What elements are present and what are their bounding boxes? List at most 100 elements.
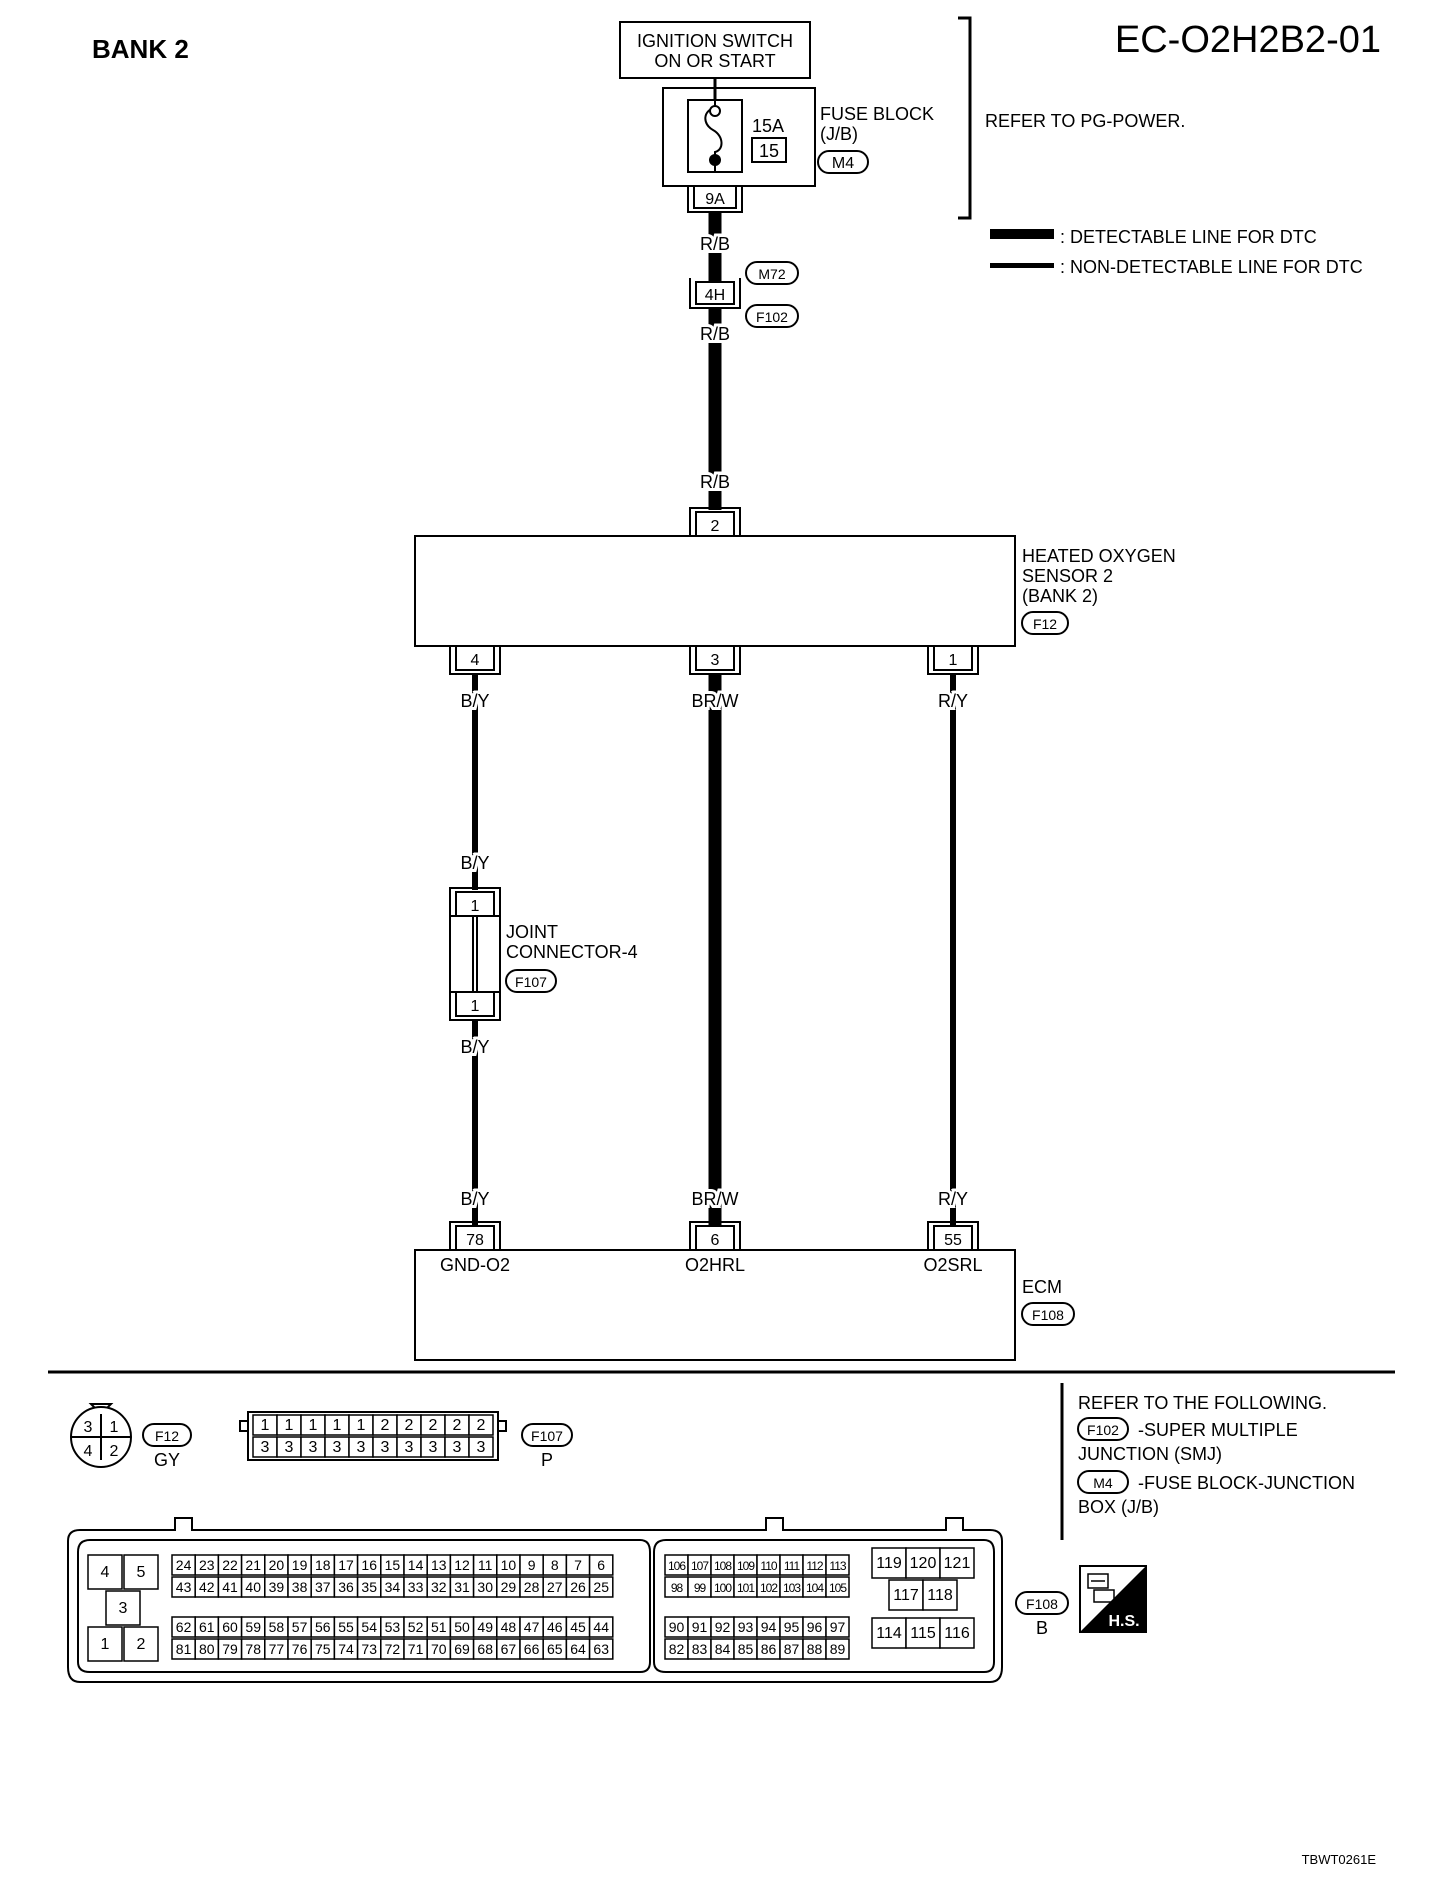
ecm-box	[414, 1249, 1016, 1361]
f108-pin: 100	[714, 1581, 732, 1595]
f108-pin: 12	[454, 1557, 470, 1573]
f108-pin: 16	[361, 1557, 377, 1573]
f108-pin: 28	[524, 1579, 540, 1595]
f108-pin: 50	[454, 1619, 470, 1635]
f108-pin: 24	[176, 1557, 192, 1573]
f108-pin: 25	[593, 1579, 609, 1595]
f12-pin: 3	[84, 1419, 93, 1436]
f107-pin-cell	[468, 1436, 494, 1458]
f108-pin: 19	[292, 1557, 308, 1573]
f108-pin: 90	[669, 1619, 685, 1635]
refer-following-title: REFER TO THE FOLLOWING.	[1078, 1393, 1327, 1413]
f107-pin: 3	[381, 1439, 390, 1456]
f108-pin-cell	[123, 1554, 159, 1590]
f108-pin-cell	[825, 1554, 850, 1576]
f107-pin: 3	[309, 1439, 318, 1456]
f108-pin: 63	[593, 1641, 609, 1657]
f108-pin: 49	[477, 1619, 493, 1635]
f108-pin: 68	[477, 1641, 493, 1657]
f12-code: F12	[155, 1428, 179, 1444]
f108-pin: 121	[944, 1555, 971, 1572]
connector-badge-f12-label: F12	[1033, 616, 1057, 632]
hs-badge-triangle	[1080, 1566, 1146, 1632]
fuse-block-name-2: (J/B)	[820, 124, 858, 144]
f108-pin: 89	[830, 1641, 846, 1657]
connector-badge-m72-label: M72	[758, 266, 785, 282]
joint-name-1: JOINT	[506, 922, 558, 942]
f108-pin-cell	[939, 1547, 975, 1579]
fuse-number-box	[751, 137, 787, 163]
fuse-block-box	[662, 87, 816, 187]
f108-pin: 13	[431, 1557, 447, 1573]
ecm-pin-78-label: 78	[466, 1232, 484, 1249]
sensor-name-2: SENSOR 2	[1022, 566, 1113, 586]
f108-right-section	[653, 1539, 995, 1673]
f108-pin: 96	[807, 1619, 823, 1635]
sensor-name-1: HEATED OXYGEN	[1022, 546, 1176, 566]
f108-pin: 45	[570, 1619, 586, 1635]
f108-pin: 9	[528, 1557, 536, 1573]
f108-pin: 61	[199, 1619, 215, 1635]
refer-power-text: REFER TO PG-POWER.	[985, 111, 1185, 131]
f108-pin: 8	[551, 1557, 559, 1573]
f108-pin: 117	[893, 1587, 919, 1604]
f108-pin: 43	[176, 1579, 192, 1595]
f108-pin-cell	[105, 1590, 141, 1626]
f12-pin: 1	[110, 1419, 119, 1436]
connector-badge-m4	[817, 150, 869, 174]
legend-non-detectable-line	[990, 263, 1054, 268]
f108-pin: 54	[361, 1619, 377, 1635]
f108-pin-cell	[905, 1617, 941, 1649]
ecm-pin-6-label: 6	[711, 1232, 720, 1249]
f108-pin: 30	[477, 1579, 493, 1595]
f108-pin: 6	[597, 1557, 605, 1573]
sensor-pin-2-housing	[689, 507, 741, 536]
f108-pin: 70	[431, 1641, 447, 1657]
f108-pin: 106	[668, 1559, 686, 1573]
f108-pin: 69	[454, 1641, 470, 1657]
f108-pin: 21	[245, 1557, 261, 1573]
f107-pin: 3	[333, 1439, 342, 1456]
f108-pin: 14	[408, 1557, 424, 1573]
f108-pin: 101	[737, 1581, 755, 1595]
wire-rb-label-1: R/B	[700, 234, 730, 254]
f108-pin: 36	[338, 1579, 354, 1595]
f107-pin: 3	[405, 1439, 414, 1456]
refer-item2-line1: -FUSE BLOCK-JUNCTION	[1138, 1473, 1355, 1493]
f107-color: P	[541, 1450, 553, 1470]
legend-non-detectable-text: : NON-DETECTABLE LINE FOR DTC	[1060, 257, 1363, 277]
f108-pin: 34	[385, 1579, 401, 1595]
f108-pin: 38	[292, 1579, 308, 1595]
hs-connector-icon-2	[1093, 1589, 1115, 1603]
f108-pin: 2	[137, 1636, 146, 1653]
f108-pin: 58	[269, 1619, 285, 1635]
f108-pin: 82	[669, 1641, 685, 1657]
ecm-label-signal: O2SRL	[923, 1255, 982, 1275]
ecm-name: ECM	[1022, 1277, 1062, 1297]
f108-pin: 99	[694, 1581, 707, 1595]
f108-pin-cell	[939, 1617, 975, 1649]
f108-pin: 97	[830, 1619, 846, 1635]
f108-pin: 41	[222, 1579, 238, 1595]
f108-pin: 115	[910, 1625, 936, 1642]
joint-pin-in-box	[455, 891, 495, 917]
f108-pin: 91	[692, 1619, 708, 1635]
f108-pin: 120	[910, 1555, 937, 1572]
connector-face-f12: 3 1 4 2	[70, 1403, 132, 1468]
f107-pin: 2	[453, 1417, 462, 1434]
bank-label: BANK 2	[92, 34, 189, 64]
f108-pin: 76	[292, 1641, 308, 1657]
refer-item2-line2: BOX (J/B)	[1078, 1497, 1159, 1517]
f108-pin: 57	[292, 1619, 308, 1635]
joint-pin-in-housing	[449, 887, 501, 916]
wire-rb-label-3: R/B	[700, 472, 730, 492]
f108-pin: 88	[807, 1641, 823, 1657]
f108-pin-cell	[922, 1579, 958, 1611]
smj-terminal-label: 4H	[705, 287, 725, 304]
refer-item2-badge	[1077, 1470, 1129, 1494]
f108-pin: 78	[245, 1641, 261, 1657]
ecm-label-heater: O2HRL	[685, 1255, 745, 1275]
f108-pin: 75	[315, 1641, 331, 1657]
f108-pin: 35	[361, 1579, 377, 1595]
f108-pin: 26	[570, 1579, 586, 1595]
